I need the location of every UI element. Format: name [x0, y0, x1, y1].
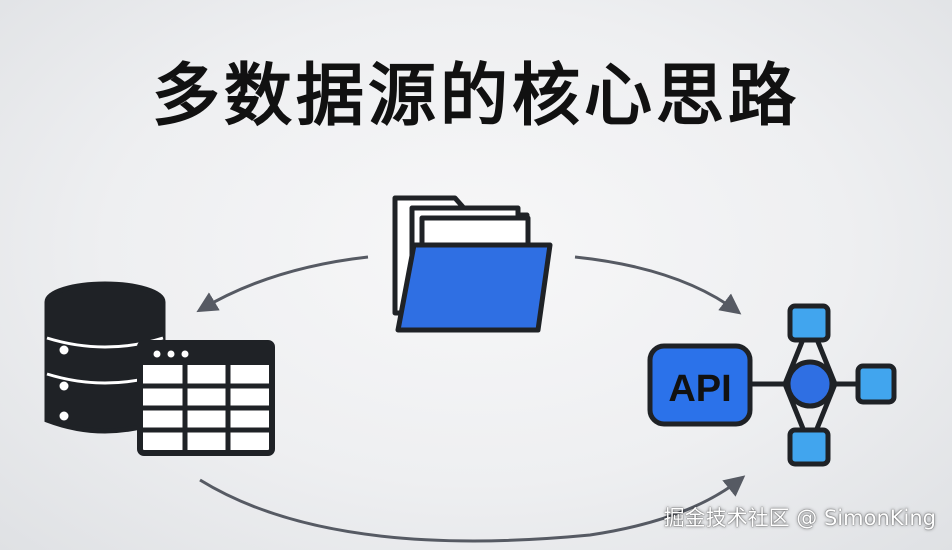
network-node-right-icon: [855, 363, 897, 405]
table-icon: [137, 340, 275, 456]
watermark: 掘金技术社区 @ SimonKing: [663, 506, 936, 530]
network-node-icon: [785, 359, 835, 409]
network-node-top-icon: [787, 303, 831, 343]
network-node-bottom-icon: [787, 427, 831, 467]
api-icon: API: [647, 303, 897, 467]
arrow-folder-to-api: [574, 255, 742, 315]
arrow-database-to-api: [199, 475, 746, 543]
page-title: 多数据源的核心思路: [151, 57, 800, 136]
api-label: API: [668, 368, 731, 410]
folder-icon: [392, 195, 553, 333]
database-icon: [44, 281, 166, 434]
arrow-folder-to-database: [196, 255, 369, 313]
